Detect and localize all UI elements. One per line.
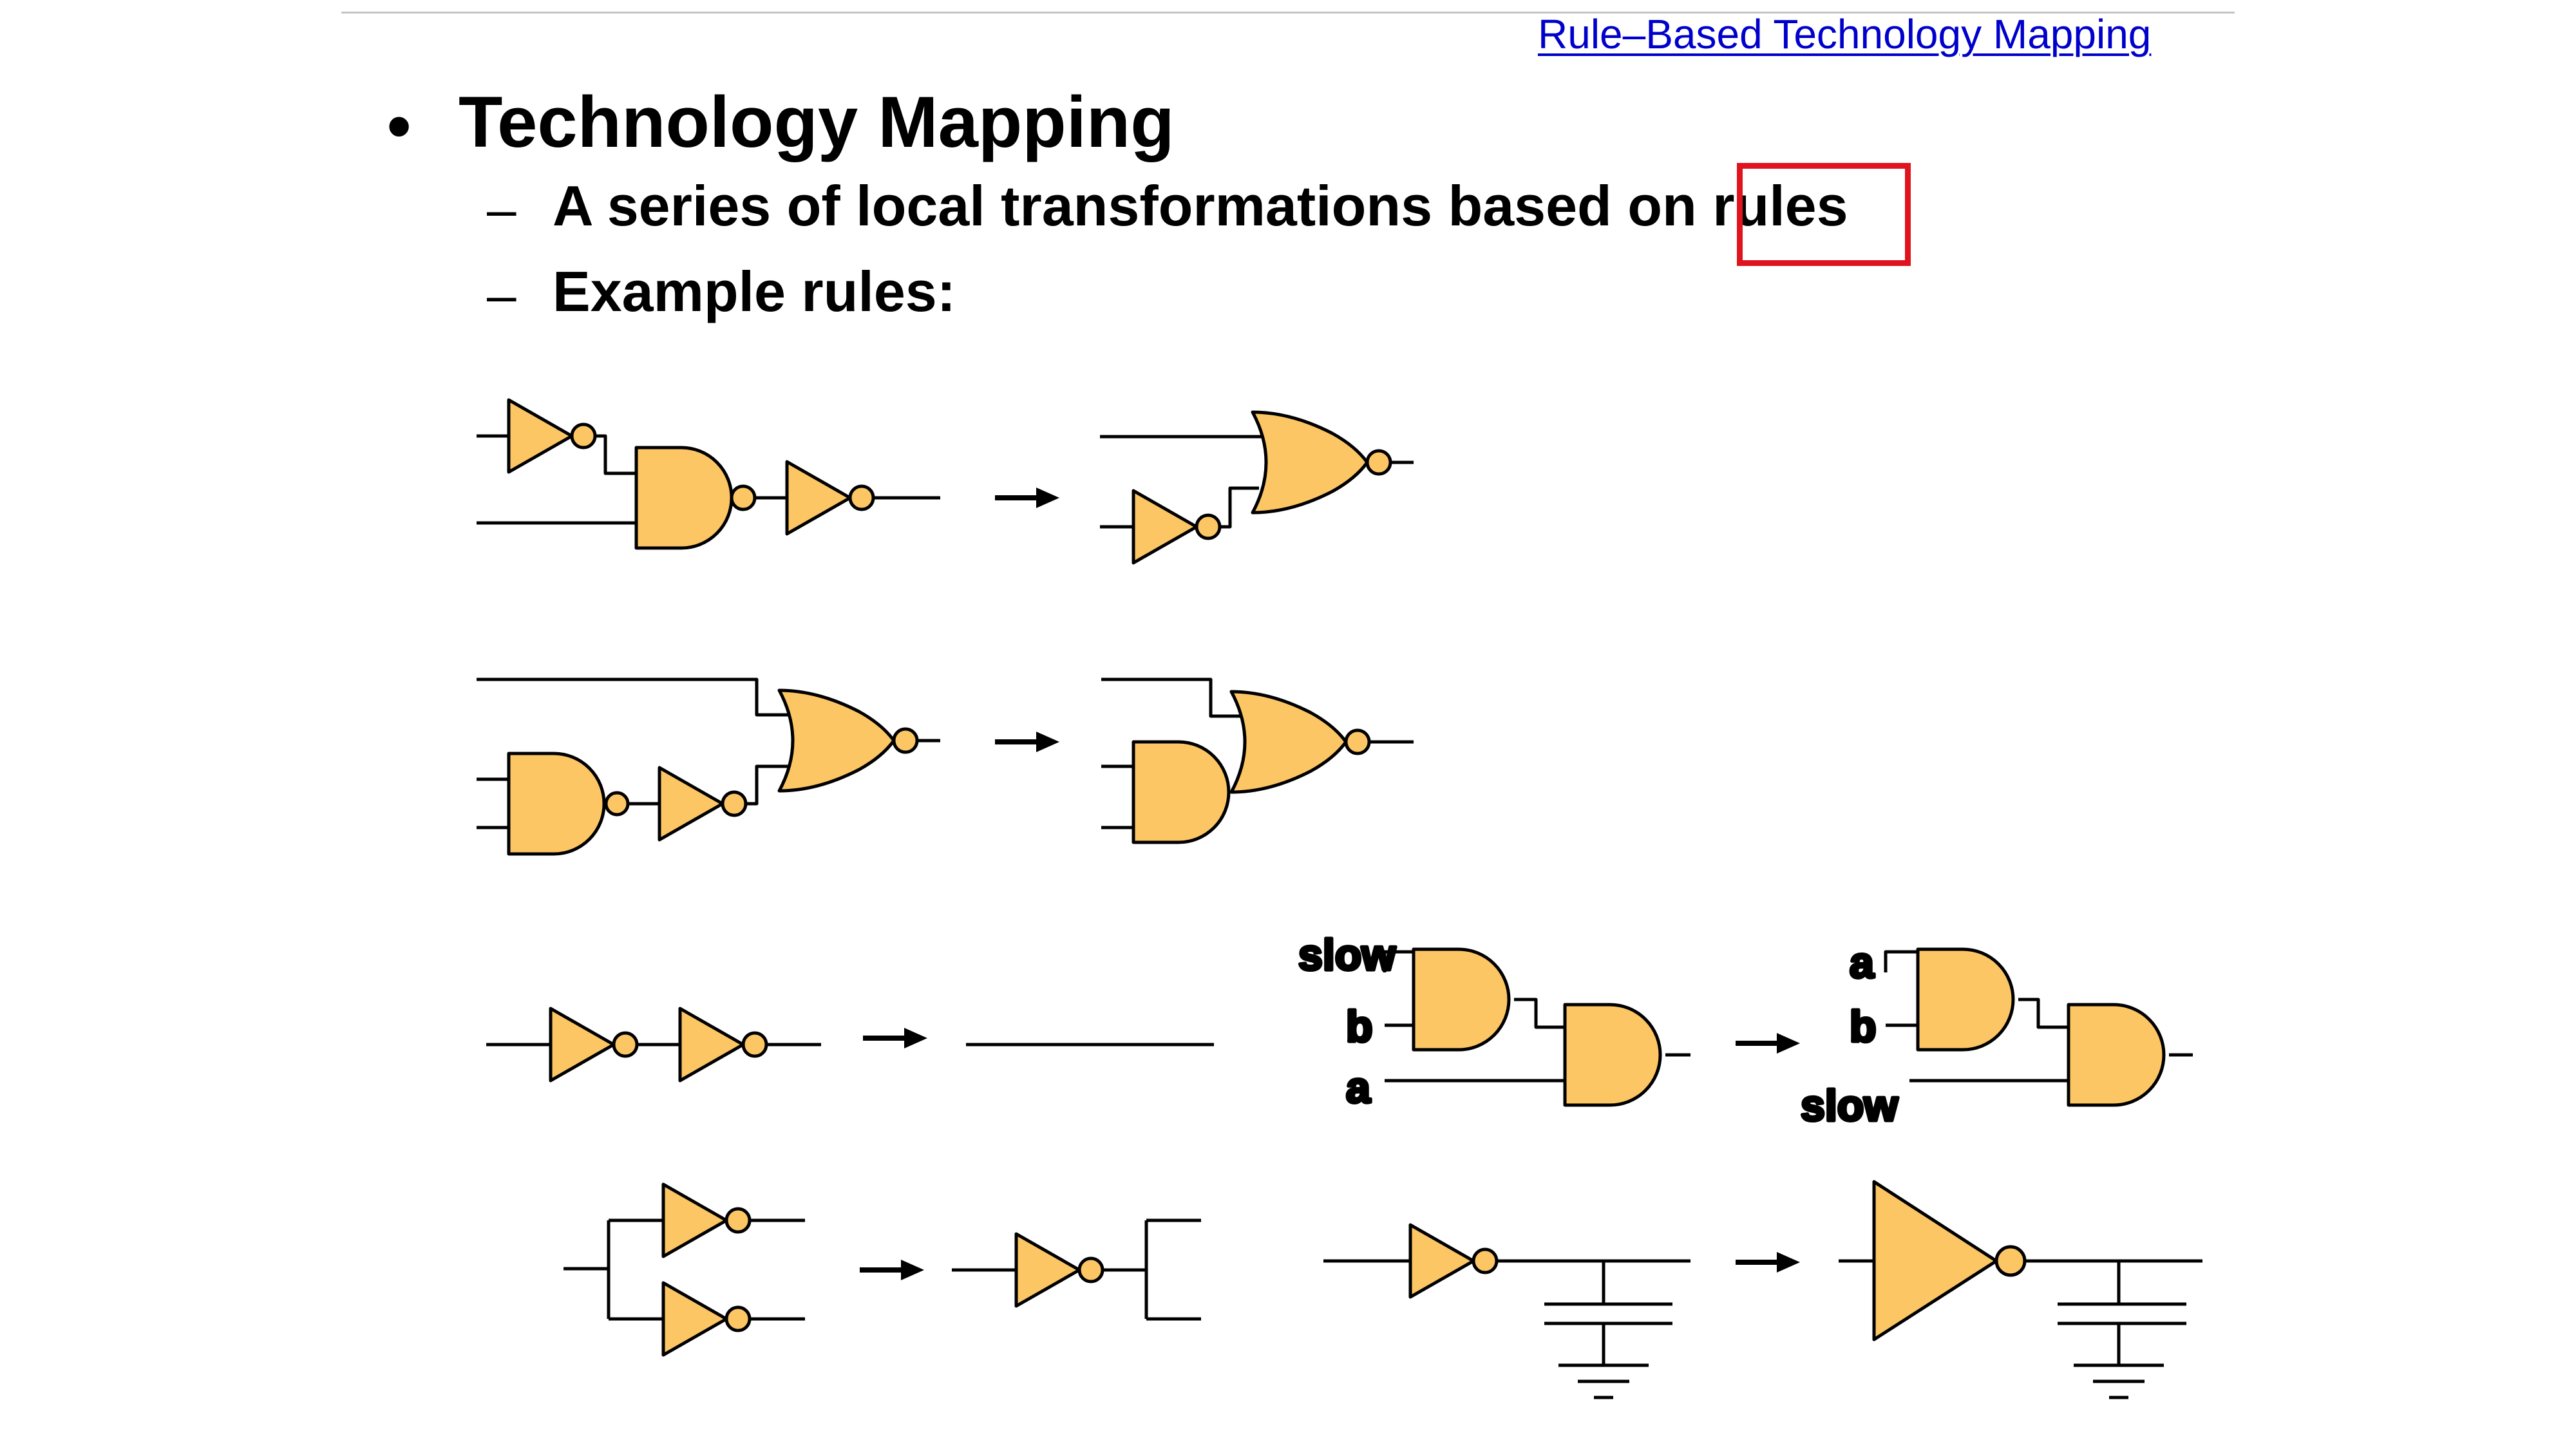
and-gate-icon: [509, 753, 604, 854]
label-a: a: [1850, 938, 1875, 987]
nor-gate-icon: [1231, 692, 1369, 792]
rule4-right: [952, 1218, 1201, 1321]
inverter-icon: [1410, 1225, 1497, 1297]
sub-bullet-transformations: A series of local transformations based …: [553, 174, 1848, 238]
dash-marker-1: –: [487, 180, 516, 239]
bullet-dot: •: [386, 86, 412, 166]
label-slow: slow: [1298, 931, 1396, 980]
nand-gate-icon: [636, 448, 755, 548]
transform-arrow-icon: [995, 488, 1059, 508]
nor-gate-icon: [1253, 412, 1390, 513]
inverter-icon: [659, 768, 746, 840]
rule4b-right: [1839, 1180, 2202, 1399]
header-title-link[interactable]: Rule–Based Technology Mapping: [1538, 11, 2152, 57]
rule1-left: [477, 400, 940, 548]
and-gate-icon: [1565, 1005, 1660, 1105]
transform-arrow-icon: [1736, 1252, 1800, 1273]
slide-title: Technology Mapping: [459, 82, 1175, 162]
rule4-left: [564, 1184, 805, 1355]
transform-arrow-icon: [995, 732, 1059, 752]
sub-bullet-example-rules: Example rules:: [553, 260, 956, 323]
rule2-right: [1101, 677, 1414, 842]
inverter-icon: [663, 1184, 750, 1256]
label-slow: slow: [1801, 1081, 1899, 1130]
rule3b-left: slow b a: [1297, 929, 1690, 1114]
inverter-icon: [787, 462, 873, 534]
and-gate-icon: [2069, 1005, 2164, 1105]
inverter-icon: [509, 400, 595, 472]
and-gate-icon: [1414, 949, 1509, 1050]
inverter-icon: [1016, 1234, 1103, 1306]
header-rule: [341, 12, 2235, 14]
rules-highlight-box: [1737, 163, 1911, 266]
transform-arrow-icon: [863, 1028, 927, 1048]
nor-gate-icon: [779, 690, 917, 791]
rule4b-left: [1323, 1225, 1690, 1399]
rule2-left: [477, 677, 940, 854]
and-gate-icon: [1918, 949, 2013, 1050]
large-buffer-icon: [1872, 1180, 1998, 1341]
inverter-icon: [551, 1009, 637, 1081]
dash-marker-2: –: [487, 266, 516, 325]
and-gate-icon: [1133, 742, 1229, 842]
transform-arrow-icon: [1736, 1033, 1800, 1054]
rule3-left: [486, 1009, 821, 1081]
label-b: b: [1850, 1002, 1877, 1051]
rule1-right: [1100, 412, 1414, 563]
label-a: a: [1346, 1063, 1371, 1112]
transform-arrow-icon: [860, 1260, 924, 1280]
inverter-icon: [1133, 491, 1220, 563]
rule3b-right: a b slow: [1799, 937, 2193, 1132]
inverter-icon: [663, 1283, 750, 1355]
label-b: b: [1346, 1002, 1373, 1051]
inverter-icon: [680, 1009, 766, 1081]
